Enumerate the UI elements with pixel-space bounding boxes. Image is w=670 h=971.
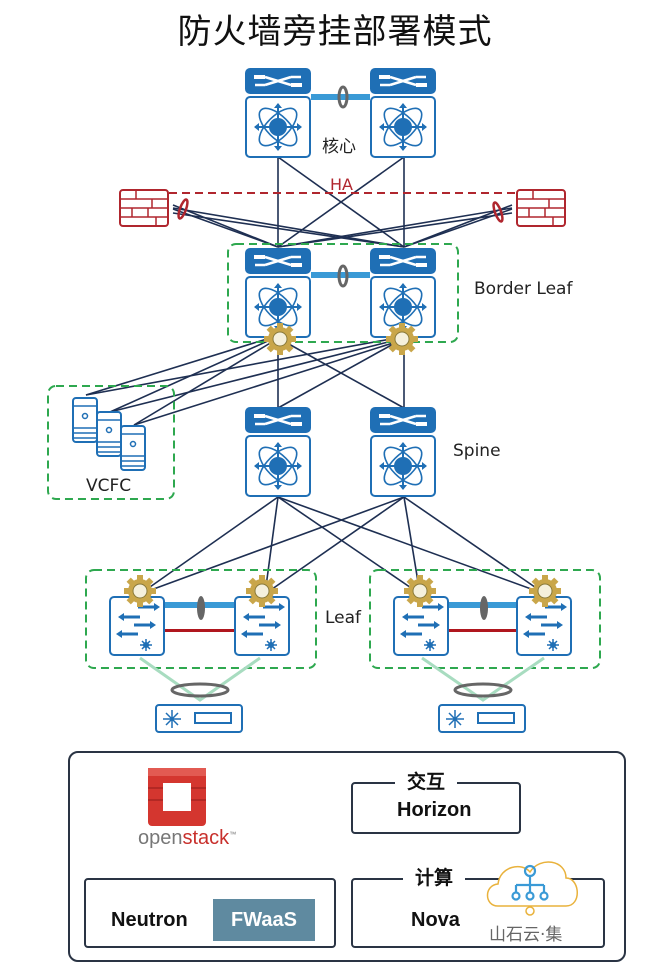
- nova-box: [351, 878, 605, 948]
- leaf-pair-right: [392, 574, 573, 733]
- trademark: ™: [229, 831, 237, 839]
- core-label: 核心: [322, 137, 356, 157]
- server-icon: [96, 411, 122, 457]
- gear-icon: [263, 322, 297, 356]
- core-switch-left: [243, 66, 313, 159]
- fwaas-badge: FWaaS: [213, 899, 315, 941]
- firewall-left-icon: [119, 189, 169, 227]
- spine-switch-right: [368, 405, 438, 498]
- openstack-panel: [68, 751, 626, 962]
- page-title: 防火墙旁挂部署模式: [177, 12, 493, 52]
- horizon-caption: 交互: [395, 767, 458, 794]
- vcfc-group: [47, 385, 175, 500]
- nova-label: Nova: [411, 909, 460, 931]
- leaf-label: Leaf: [325, 608, 362, 628]
- openstack-wordmark: openstack™: [138, 827, 236, 850]
- core-switch-right: [368, 66, 438, 159]
- leaf-group-left: [85, 569, 317, 669]
- spine-switch-left: [243, 405, 313, 498]
- wordmark-stack: stack: [182, 827, 230, 849]
- firewall-right-icon: [516, 189, 566, 227]
- wordmark-open: open: [138, 827, 183, 849]
- server-icon: [120, 425, 146, 471]
- border-leaf-group: [227, 243, 459, 343]
- leaf-group-right: [369, 569, 601, 669]
- server-icon: [72, 397, 98, 443]
- watermark-text: 山石云·集: [489, 925, 563, 945]
- compute-caption: 计算: [403, 863, 466, 890]
- border-leaf-label: Border Leaf: [474, 279, 573, 299]
- neutron-label: Neutron: [111, 909, 188, 931]
- vcfc-label: VCFC: [86, 476, 132, 496]
- spine-label: Spine: [453, 441, 501, 461]
- gear-icon: [385, 322, 419, 356]
- horizon-label: Horizon: [397, 799, 472, 821]
- ha-label: HA: [330, 175, 353, 194]
- leaf-pair-left: [108, 574, 291, 733]
